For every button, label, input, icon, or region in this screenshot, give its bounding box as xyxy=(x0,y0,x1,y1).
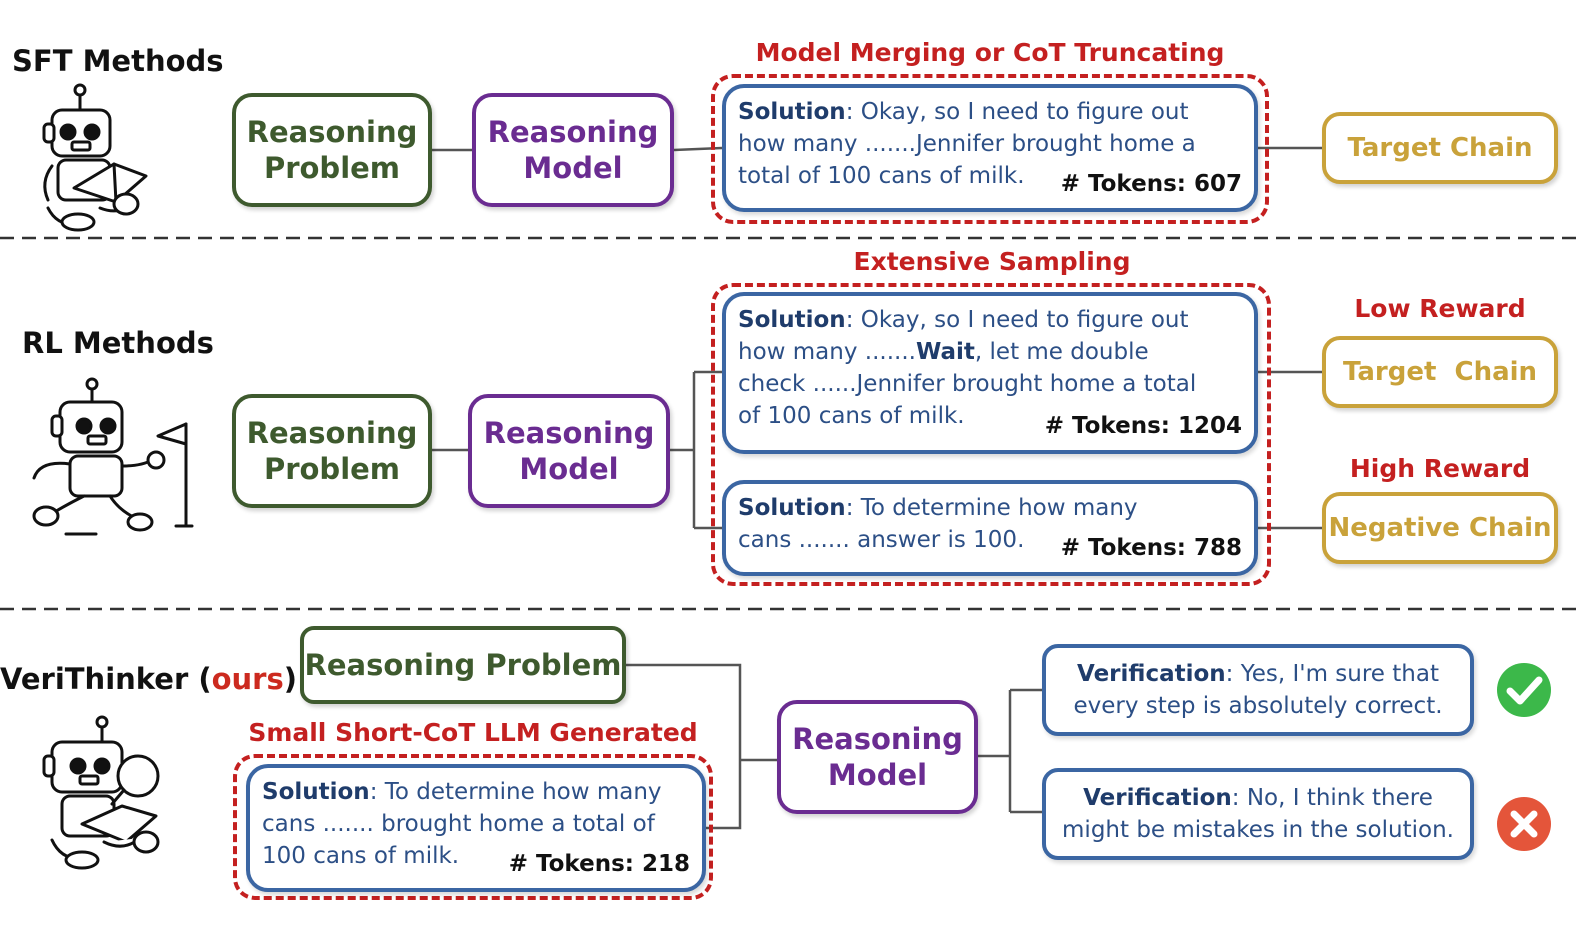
rl-short-token-count: # Tokens: 788 xyxy=(1060,535,1242,561)
rl-short-solution-line1: : To determine how many xyxy=(845,495,1138,521)
sft-solution-key: Solution xyxy=(738,99,846,125)
sft-target-chain-label: Target Chain xyxy=(1347,132,1533,163)
sft-solution-line2: how many .......Jennifer brought home a xyxy=(738,131,1196,157)
verithinker-section-title: VeriThinker (ours) xyxy=(0,662,297,696)
veri-reasoning-model-box: Reasoning Model xyxy=(777,700,978,814)
rl-negative-chain-label: Negative Chain xyxy=(1328,512,1552,543)
verification-no-box: Verification: No, I think there might be… xyxy=(1042,768,1474,860)
veri-token-count: # Tokens: 218 xyxy=(508,851,690,877)
check-icon xyxy=(1497,663,1551,717)
rl-short-solution-line2: cans ....... answer is 100. xyxy=(738,527,1025,553)
veri-reasoning-problem-box: Reasoning Problem xyxy=(300,626,626,704)
rl-long-solution-key: Solution xyxy=(738,307,846,333)
rl-long-solution-line2-pre: how many ....... xyxy=(738,339,916,365)
sft-problem-line1: Reasoning xyxy=(246,114,418,149)
sft-reasoning-problem-box: Reasoning Problem xyxy=(232,93,432,207)
veri-solution-line3: 100 cans of milk. xyxy=(262,843,460,869)
veri-solution-key: Solution xyxy=(262,779,370,805)
rl-long-solution-line2-post: , let me double xyxy=(974,339,1149,365)
robot-running-flag-icon xyxy=(32,377,194,536)
verithinker-title-end: ) xyxy=(283,662,298,696)
verification-no-line1: : No, I think there xyxy=(1231,785,1433,811)
sft-solution-box: Solution: Okay, so I need to figure out … xyxy=(722,84,1258,212)
rl-long-solution-line4: of 100 cans of milk. xyxy=(738,403,965,429)
veri-solution-line2: cans ....... brought home a total of xyxy=(262,811,655,837)
rl-strategy-frame xyxy=(711,283,1271,586)
sft-model-line2: Model xyxy=(523,151,623,185)
rl-long-solution-wait: Wait xyxy=(915,339,975,365)
veri-model-line2: Model xyxy=(827,758,928,792)
verification-no-key: Verification xyxy=(1083,785,1232,811)
rl-problem-line2: Problem xyxy=(263,452,401,486)
sft-token-count: # Tokens: 607 xyxy=(1060,171,1242,197)
rl-problem-line1: Reasoning xyxy=(246,415,418,450)
veri-model-line1: Reasoning xyxy=(792,721,963,756)
verithinker-title-main: VeriThinker ( xyxy=(0,662,212,696)
sft-strategy-label: Model Merging or CoT Truncating xyxy=(755,38,1225,67)
rl-model-line2: Model xyxy=(519,452,619,486)
sft-section-title: SFT Methods xyxy=(12,44,224,78)
verithinker-title-accent: ours xyxy=(211,662,284,696)
verification-yes-key: Verification xyxy=(1077,661,1226,687)
rl-model-line1: Reasoning xyxy=(483,415,655,450)
sft-target-chain-box: Target Chain xyxy=(1322,112,1558,184)
rl-target-chain-label: Target Chain xyxy=(1342,356,1538,387)
rl-long-token-count: # Tokens: 1204 xyxy=(1044,413,1242,439)
sft-strategy-frame xyxy=(711,74,1269,224)
verification-yes-box: Verification: Yes, I'm sure that every s… xyxy=(1042,644,1474,736)
high-reward-label: High Reward xyxy=(1349,454,1531,483)
rl-strategy-label: Extensive Sampling xyxy=(853,247,1131,276)
rl-negative-chain-box: Negative Chain xyxy=(1322,492,1558,564)
sft-solution-line3: total of 100 cans of milk. xyxy=(738,163,1025,189)
sft-solution-line1: : Okay, so I need to figure out xyxy=(845,99,1189,125)
rl-reasoning-model-box: Reasoning Model xyxy=(468,394,670,508)
verification-yes-line2: every step is absolutely correct. xyxy=(1073,693,1443,719)
rl-long-solution-line3: check ......Jennifer brought home a tota… xyxy=(738,371,1197,397)
low-reward-label: Low Reward xyxy=(1354,294,1526,323)
rl-target-chain-box: Target Chain xyxy=(1322,336,1558,408)
rl-reasoning-problem-box: Reasoning Problem xyxy=(232,394,432,508)
robot-reading-icon xyxy=(42,83,148,232)
rl-long-solution-line1: : Okay, so I need to figure out xyxy=(845,307,1189,333)
sft-reasoning-model-box: Reasoning Model xyxy=(472,93,674,207)
veri-problem-label: Reasoning Problem xyxy=(304,647,622,682)
veri-solution-line1: : To determine how many xyxy=(369,779,662,805)
sft-model-line1: Reasoning xyxy=(487,114,659,149)
verification-no-line2: might be mistakes in the solution. xyxy=(1062,817,1454,843)
verification-yes-line1: : Yes, I'm sure that xyxy=(1225,661,1439,687)
rl-short-solution-key: Solution xyxy=(738,495,846,521)
rl-section-title: RL Methods xyxy=(22,326,214,360)
veri-generator-label: Small Short-CoT LLM Generated xyxy=(248,718,698,747)
sft-problem-line2: Problem xyxy=(263,151,401,185)
robot-magnifier-icon xyxy=(42,715,160,870)
rl-short-solution-box: Solution: To determine how many cans ...… xyxy=(722,480,1258,576)
rl-long-solution-box: Solution: Okay, so I need to figure out … xyxy=(722,292,1258,454)
veri-generator-frame xyxy=(233,754,713,900)
veri-solution-box: Solution: To determine how many cans ...… xyxy=(246,764,706,892)
cross-icon xyxy=(1497,797,1551,851)
